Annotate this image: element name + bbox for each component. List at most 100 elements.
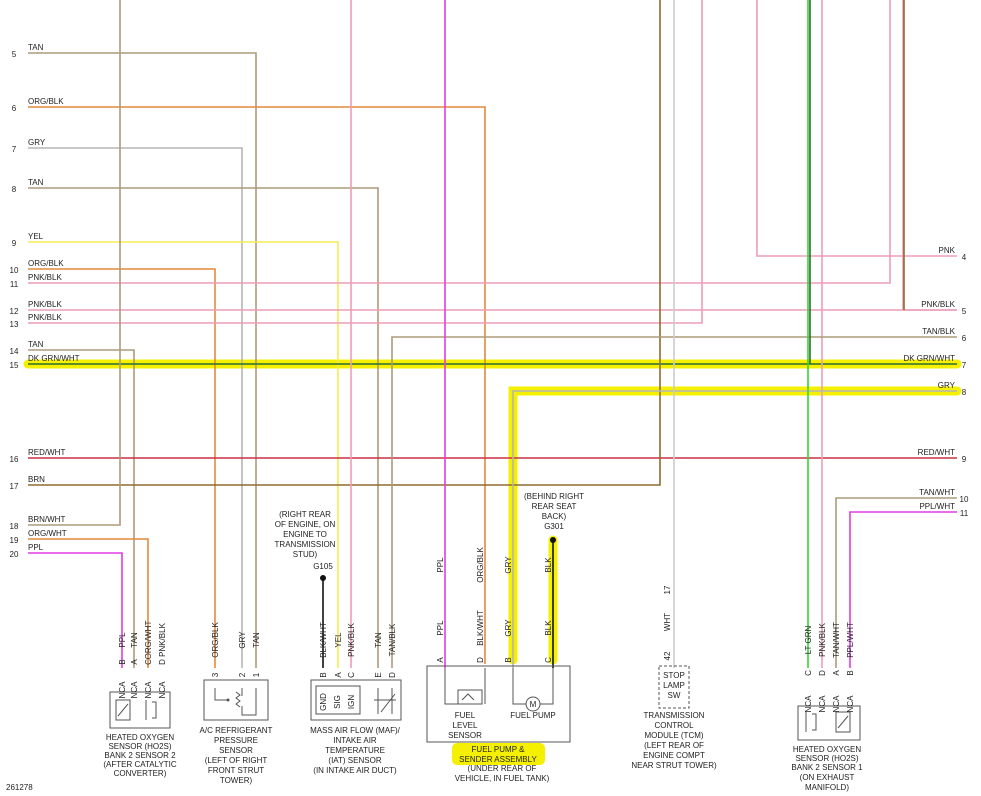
maf-iat-sensor: GND SIG IGN MASS AIR FLOW (MAF)/ INTAKE … (310, 679, 402, 775)
ho2s_b2s2-nca: NCA (130, 681, 139, 699)
maf_sensor-wire-pin: E (374, 672, 383, 677)
ho2s_b2s1-wire-pin: B (846, 670, 855, 675)
maf_sensor-wire-color: TAN/BLK (388, 623, 397, 656)
right-pin-num: 5 (962, 307, 967, 316)
wires (28, 0, 957, 668)
left-pin-color: PNK/BLK (28, 273, 62, 282)
ac-sensor-label-4: (LEFT OF RIGHT (205, 756, 268, 765)
maf-label-1: MASS AIR FLOW (MAF)/ (310, 726, 401, 735)
figure-id: 261278 (6, 783, 33, 792)
ho2s_b2s2-wire-color: ORG/WHT (144, 621, 153, 660)
left-pin-num: 13 (10, 320, 19, 329)
ho2s-b2s1-label-2: SENSOR (HO2S) (795, 754, 858, 763)
stop-lamp-3: SW (668, 691, 681, 700)
tcm-label-3: MODULE (TCM) (644, 731, 703, 740)
fuel-top-wire-color: PPL (436, 557, 445, 573)
g301-name: G301 (544, 522, 564, 531)
ac-sensor-label-2: PRESSURE (214, 736, 258, 745)
left-connector-labels: 5TAN6ORG/BLK7GRY8TAN9YEL10ORG/BLK11PNK/B… (10, 43, 80, 559)
maf-label-5: (IN INTAKE AIR DUCT) (313, 766, 397, 775)
right-pin-color: PNK (939, 246, 956, 255)
right-pin-num: 7 (962, 361, 967, 370)
ho2s-bank2-sensor2: HEATED OXYGEN SENSOR (HO2S) BANK 2 SENSO… (103, 691, 177, 778)
tcm-label-6: NEAR STRUT TOWER) (631, 761, 717, 770)
g105-note-2: OF ENGINE, ON (275, 520, 336, 529)
ho2s-b2s2-label-5: CONVERTER) (114, 769, 167, 778)
ho2s_b2s2-nca: NCA (118, 681, 127, 699)
tcm-label-1: TRANSMISSION (644, 711, 705, 720)
maf-label-2: INTAKE AIR (333, 736, 377, 745)
fuel-bottom-wire-color: BLK (544, 620, 553, 636)
left-pin-num: 12 (10, 307, 19, 316)
ho2s_b2s1-nca: NCA (818, 695, 827, 713)
g105-note-5: STUD) (293, 550, 318, 559)
wire-pnk-blk-13 (28, 0, 703, 324)
maf-gnd: GND (319, 693, 328, 711)
wire-tan-wht-10 (835, 497, 957, 668)
ac-sensor-label-5: FRONT STRUT (208, 766, 264, 775)
ac_sensor-wire-color: TAN (252, 632, 261, 648)
ac-refrigerant-pressure-sensor: A/C REFRIGERANT PRESSURE SENSOR (LEFT OF… (200, 679, 273, 785)
left-pin-num: 17 (10, 482, 19, 491)
g301-note-3: BACK) (542, 512, 567, 521)
maf_sensor-wire-color: YEL (334, 632, 343, 648)
wire-org-blk-6 (28, 106, 486, 664)
wire-org-wht-19 (28, 538, 149, 668)
right-pin-num: 10 (960, 495, 969, 504)
wire-yel-9 (28, 241, 339, 668)
ho2s-b2s1-label-1: HEATED OXYGEN (793, 745, 862, 754)
wire-gry-7 (28, 147, 243, 668)
right-pin-color: GRY (938, 381, 956, 390)
wire-pnk-blk-5r (902, 0, 957, 311)
left-pin-color: GRY (28, 138, 46, 147)
left-pin-color: ORG/BLK (28, 259, 64, 268)
fuel-bottom-wire-pin: C (544, 657, 553, 663)
fuel-assembly-hl-1: FUEL PUMP & (472, 745, 526, 754)
tcm-stop-lamp-switch: STOP LAMP SW TRANSMISSION CONTROL MODULE… (631, 665, 717, 770)
fuel-pump-sender-assembly: M FUEL LEVEL SENSOR FUEL PUMP FUEL PUMP … (426, 665, 571, 783)
right-pin-color: PPL/WHT (919, 502, 955, 511)
left-pin-color: BRN/WHT (28, 515, 65, 524)
g105-name: G105 (313, 562, 333, 571)
right-pin-color: DK GRN/WHT (903, 354, 955, 363)
fuel-pump-label: FUEL PUMP (510, 711, 556, 720)
wire-pnk-blk-11 (28, 0, 891, 284)
g105-note-4: TRANSMISSION (275, 540, 336, 549)
fuel-bottom-wire-color: GRY (504, 619, 513, 637)
ho2s_b2s1-wire-color: PNK/BLK (818, 622, 827, 656)
wire-tan-14 (28, 349, 135, 668)
maf_sensor-wire-pin: C (347, 672, 356, 678)
ho2s_b2s1-nca: NCA (832, 695, 841, 713)
ho2s-b2s2-box (109, 691, 171, 729)
ac_sensor-wire-pin: 2 (238, 672, 247, 677)
ac_sensor-wire-color: GRY (238, 631, 247, 649)
ac_sensor-wire-color: ORG/BLK (211, 622, 220, 658)
g301-note-1: (BEHIND RIGHT (524, 492, 584, 501)
tcm-wire-color: WHT (663, 613, 672, 631)
maf-label-3: TEMPERATURE (325, 746, 385, 755)
ac-sensor-label-1: A/C REFRIGERANT (200, 726, 273, 735)
ac-sensor-label-6: TOWER) (220, 776, 253, 785)
ac_sensor-wire-pin: 3 (211, 672, 220, 677)
fuel-pump-motor: M (530, 700, 537, 709)
right-pin-color: RED/WHT (918, 448, 955, 457)
wire-ppl-wht-11 (849, 511, 957, 668)
stop-lamp-box (658, 665, 690, 709)
ho2s-b2s2-label-2: SENSOR (HO2S) (108, 742, 171, 751)
g105-note-3: ENGINE TO (283, 530, 327, 539)
fuel-bottom-wire-pin: A (436, 657, 445, 663)
left-pin-color: PNK/BLK (28, 313, 62, 322)
ho2s_b2s1-nca: NCA (846, 695, 855, 713)
left-pin-color: YEL (28, 232, 44, 241)
ho2s_b2s1-wire-pin: A (832, 670, 841, 676)
right-pin-num: 11 (960, 509, 969, 518)
left-pin-color: BRN (28, 475, 45, 484)
left-pin-color: DK GRN/WHT (28, 354, 80, 363)
left-pin-color: ORG/BLK (28, 97, 64, 106)
maf_sensor-wire-pin: B (319, 672, 328, 677)
vertical-wire-labels: PPLBNCATANANCAORG/WHTCNCAPNK/BLKDNCAORG/… (118, 547, 855, 713)
fuel-bottom-wire-pin: B (504, 657, 513, 662)
fuel-bottom-wire-color: BLK/WHT (476, 610, 485, 646)
left-pin-num: 8 (12, 185, 17, 194)
